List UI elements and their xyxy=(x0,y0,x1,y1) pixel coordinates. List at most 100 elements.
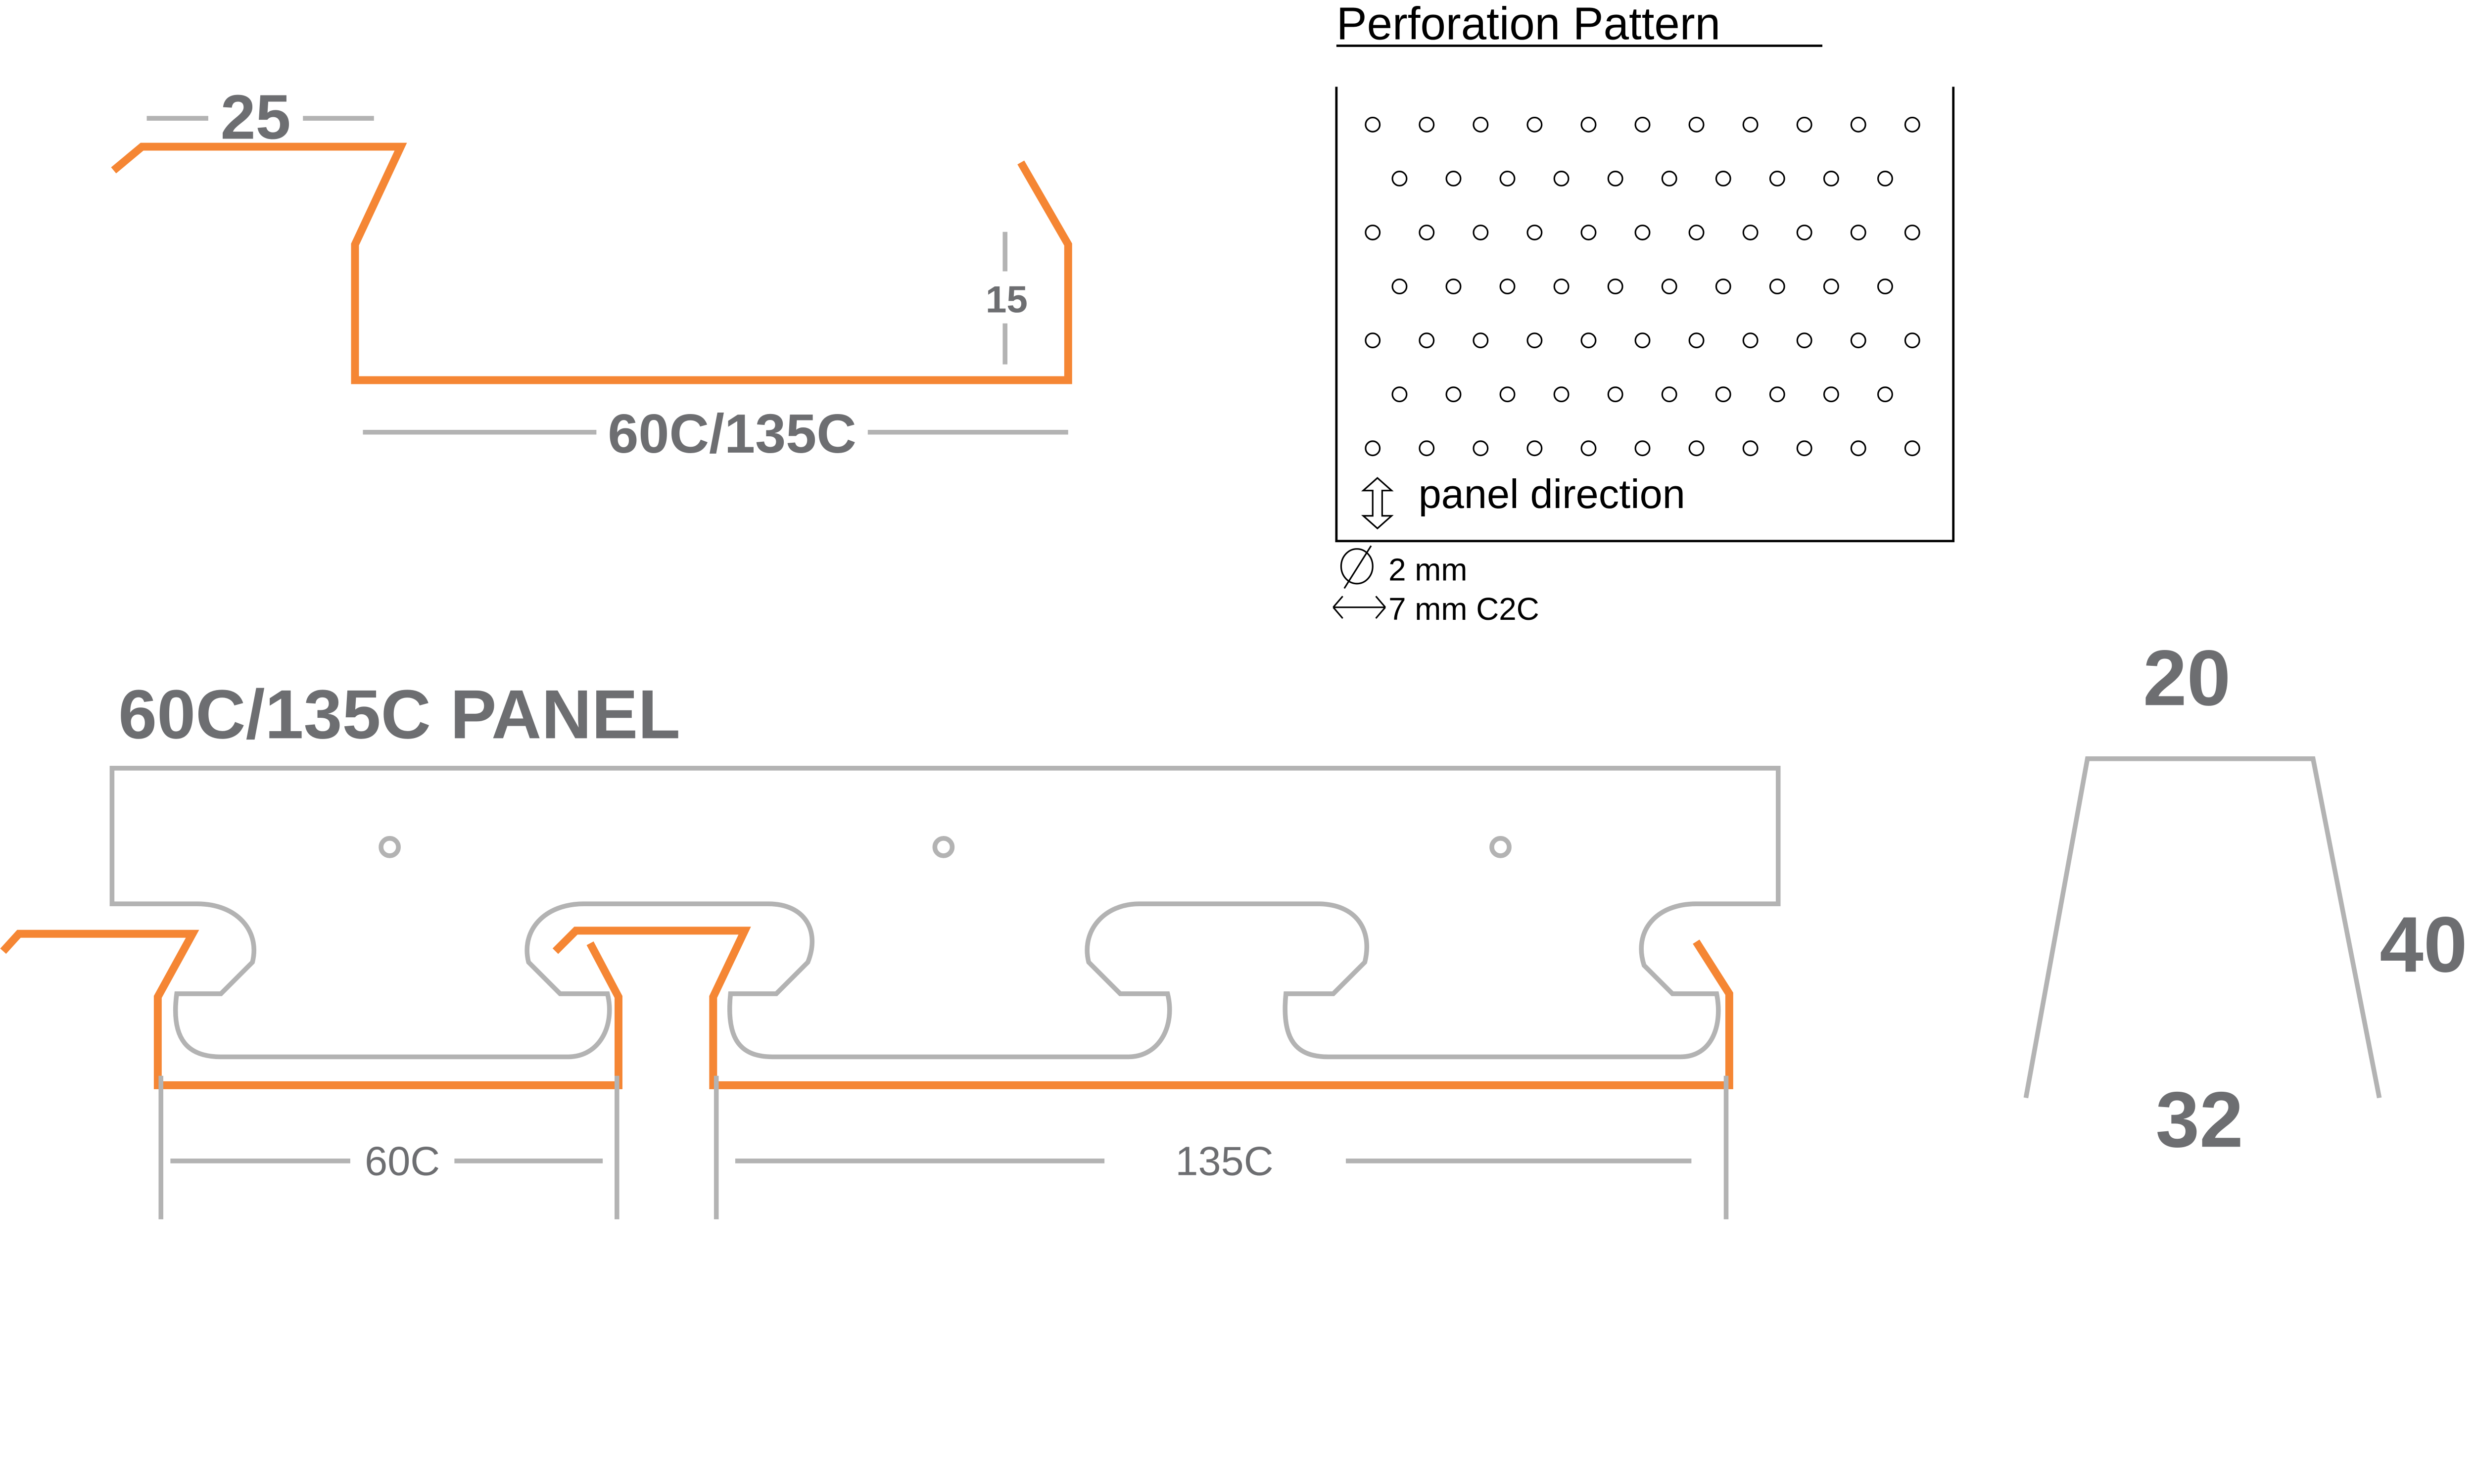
perforation-hole xyxy=(1580,116,1597,133)
perforation-hole xyxy=(1634,225,1651,240)
spacing-label: 7 mm C2C xyxy=(1388,591,1539,627)
perforation-hole xyxy=(1850,440,1866,457)
perforation-hole xyxy=(1850,225,1866,240)
perforation-hole xyxy=(1553,171,1570,186)
perforation-hole xyxy=(1688,440,1705,457)
perforation-hole xyxy=(1742,116,1759,133)
perforation-hole xyxy=(1769,278,1785,295)
perforation-hole xyxy=(1796,440,1812,457)
perforation-hole xyxy=(1796,332,1812,349)
width-label: 25 xyxy=(221,83,291,153)
perforation-hole xyxy=(1877,278,1893,295)
perforation-hole xyxy=(1634,332,1651,349)
perforation-hole xyxy=(1607,386,1623,403)
perforation-hole xyxy=(1526,225,1543,240)
diameter-icon xyxy=(1340,545,1374,589)
diameter-label: 2 mm xyxy=(1388,552,1467,587)
height-label: 40 xyxy=(2379,900,2467,988)
perforation-hole xyxy=(1419,116,1435,133)
perforation-hole xyxy=(1391,386,1408,403)
perforation-hole xyxy=(1742,332,1759,349)
perforation-dots xyxy=(1365,116,1920,457)
perforation-hole xyxy=(1365,440,1381,457)
trapezoid-profile: 20 40 32 xyxy=(2023,634,2468,1163)
panel-title: 60C/135C PANEL xyxy=(118,675,680,753)
perforation-hole xyxy=(1661,386,1677,403)
panel-profile-right xyxy=(552,927,1733,1089)
bottom-width-label: 32 xyxy=(2155,1075,2243,1163)
perforation-hole xyxy=(1742,225,1759,240)
perforation-hole xyxy=(1769,171,1785,186)
perforation-hole xyxy=(1688,116,1705,133)
perforation-hole xyxy=(1365,332,1381,349)
perforation-pattern: Perforation Pattern panel direction 2 mm… xyxy=(1332,0,1955,627)
perforation-hole xyxy=(1580,332,1597,349)
perforation-hole xyxy=(1688,332,1705,349)
span-label: 60C/135C xyxy=(608,403,856,464)
panel-profile-left xyxy=(0,929,622,1089)
perforation-hole xyxy=(1661,278,1677,295)
perforation-hole xyxy=(1904,225,1920,240)
dim-135c-label: 135C xyxy=(1175,1138,1273,1184)
perforation-hole xyxy=(1526,440,1543,457)
perforation-hole xyxy=(1634,116,1651,133)
perforation-hole xyxy=(1877,171,1893,186)
perforation-hole xyxy=(1904,116,1920,133)
perforation-hole xyxy=(1607,171,1623,186)
fastener-hole xyxy=(932,836,955,858)
perforation-hole xyxy=(1715,278,1731,295)
perforation-hole xyxy=(1553,278,1570,295)
perforation-hole xyxy=(1796,225,1812,240)
perforation-hole xyxy=(1365,116,1381,133)
perforation-hole xyxy=(1473,332,1489,349)
pattern-box xyxy=(1335,87,1955,543)
perforation-hole xyxy=(1823,386,1839,403)
perforation-hole xyxy=(1473,116,1489,133)
fastener-hole xyxy=(1489,836,1512,858)
double-arrow-horizontal-icon xyxy=(1332,596,1386,619)
perforation-hole xyxy=(1526,332,1543,349)
perforation-hole xyxy=(1445,278,1462,295)
perforation-hole xyxy=(1580,225,1597,240)
perforation-hole xyxy=(1419,332,1435,349)
perforation-hole xyxy=(1823,278,1839,295)
dim-60c-label: 60C xyxy=(365,1138,440,1184)
panel-section: 60C/135C PANEL 60C 135C xyxy=(0,675,1781,1219)
perforation-hole xyxy=(1499,278,1516,295)
perforation-hole xyxy=(1580,440,1597,457)
perforation-hole xyxy=(1850,332,1866,349)
top-profile: 25 15 60C/135C xyxy=(111,83,1072,464)
perforation-hole xyxy=(1526,116,1543,133)
perforation-hole xyxy=(1445,171,1462,186)
perforation-hole xyxy=(1473,440,1489,457)
top-profile-shape xyxy=(111,142,1072,384)
perforation-hole xyxy=(1391,171,1408,186)
double-arrow-vertical-icon xyxy=(1361,477,1394,530)
perforation-title: Perforation Pattern xyxy=(1336,0,1720,49)
perforation-hole xyxy=(1661,171,1677,186)
perforation-hole xyxy=(1499,386,1516,403)
perforation-hole xyxy=(1473,225,1489,240)
dimension-lines xyxy=(158,1075,1729,1219)
perforation-hole xyxy=(1877,386,1893,403)
perforation-hole xyxy=(1419,440,1435,457)
perforation-hole xyxy=(1904,332,1920,349)
perforation-hole xyxy=(1634,440,1651,457)
panel-outline xyxy=(109,766,1781,1060)
perforation-hole xyxy=(1499,171,1516,186)
top-width-label: 20 xyxy=(2143,634,2231,722)
direction-label: panel direction xyxy=(1419,471,1685,517)
perforation-hole xyxy=(1769,386,1785,403)
perforation-hole xyxy=(1365,225,1381,240)
fastener-hole xyxy=(379,836,401,858)
panel-diagram: 25 15 60C/135C Perforation Pattern panel… xyxy=(0,0,2468,1219)
perforation-hole xyxy=(1796,116,1812,133)
perforation-hole xyxy=(1688,225,1705,240)
perforation-hole xyxy=(1850,116,1866,133)
perforation-hole xyxy=(1742,440,1759,457)
perforation-hole xyxy=(1445,386,1462,403)
perforation-hole xyxy=(1904,440,1920,457)
height-label: 15 xyxy=(986,278,1028,321)
perforation-hole xyxy=(1823,171,1839,186)
perforation-hole xyxy=(1607,278,1623,295)
